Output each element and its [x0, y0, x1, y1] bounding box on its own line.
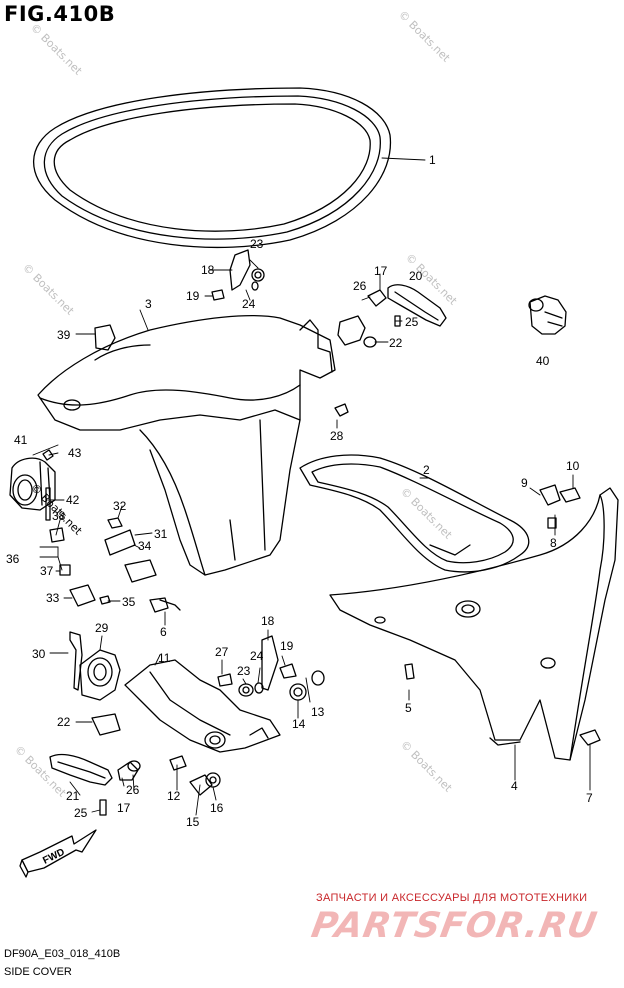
- lower-grommet: [79, 649, 121, 701]
- cable-tie: [69, 631, 83, 691]
- callout-18-top: 18: [201, 263, 215, 277]
- grommet: [528, 295, 567, 335]
- callout-11: 11: [158, 651, 171, 665]
- callout-34: 34: [138, 539, 152, 553]
- leader-lines: [32, 157, 591, 816]
- callout-36: 36: [6, 552, 20, 566]
- callout-13: 13: [311, 705, 325, 719]
- callout-19-top: 19: [186, 289, 200, 303]
- lower-bracket: [124, 659, 281, 753]
- site-slogan: ЗАПЧАСТИ И АКСЕССУАРЫ ДЛЯ МОТОТЕХНИКИ: [316, 892, 588, 904]
- fwd-arrow: [19, 829, 97, 878]
- callout-35: 35: [122, 595, 136, 609]
- watermark: © Boats.net: [28, 21, 85, 78]
- callout-32: 32: [113, 499, 127, 513]
- callout-15: 15: [186, 815, 200, 829]
- callout-1: 1: [429, 153, 436, 167]
- upper-handle: [387, 284, 447, 327]
- callout-24-bottom: 24: [250, 649, 264, 663]
- callout-14: 14: [292, 717, 306, 731]
- callout-24-top: 24: [242, 297, 256, 311]
- callout-7: 7: [586, 791, 593, 805]
- callout-23-top: 23: [250, 237, 264, 251]
- callout-18-bottom: 18: [261, 614, 275, 628]
- callout-31: 31: [154, 527, 168, 541]
- callout-37: 37: [40, 564, 54, 578]
- callout-10: 10: [566, 459, 580, 473]
- handle: [49, 753, 113, 786]
- callout-26-bottom: 26: [126, 783, 140, 797]
- callout-39: 39: [57, 328, 71, 342]
- callout-numbers: 1 2 3 4 5 6 7 8 9 10 11 12 13 14 15 16 1…: [6, 153, 593, 829]
- callout-19-bottom: 19: [280, 639, 294, 653]
- figure-code: DF90A_E03_018_410B: [4, 948, 121, 960]
- callout-25-top: 25: [405, 315, 419, 329]
- callout-26-top: 26: [353, 279, 367, 293]
- callout-25-bottom: 25: [74, 806, 88, 820]
- callout-17-top: 17: [374, 264, 388, 278]
- callout-27: 27: [215, 645, 229, 659]
- lower-side-cover: [329, 487, 619, 761]
- small-parts: [42, 249, 601, 816]
- callout-38: 38: [52, 509, 66, 523]
- callout-30: 30: [32, 647, 46, 661]
- callout-22-top: 22: [389, 336, 403, 350]
- watermark: © Boats.net: [396, 8, 453, 65]
- callout-43: 43: [68, 446, 82, 460]
- hose-sleeve: [9, 457, 56, 511]
- callout-40: 40: [536, 354, 550, 368]
- section-title: SIDE COVER: [4, 966, 72, 978]
- callout-33: 33: [46, 591, 60, 605]
- callout-6: 6: [160, 625, 167, 639]
- callout-5: 5: [405, 701, 412, 715]
- seal-ring: [33, 87, 392, 249]
- callout-4: 4: [511, 779, 518, 793]
- callout-23-bottom: 23: [237, 664, 251, 678]
- callout-29: 29: [95, 621, 109, 635]
- watermark: © Boats.net: [20, 261, 77, 318]
- rear-lid-frame: [299, 454, 530, 573]
- callout-28: 28: [330, 429, 344, 443]
- callout-17-bottom: 17: [117, 801, 131, 815]
- callout-42: 42: [66, 493, 80, 507]
- callout-3: 3: [145, 297, 152, 311]
- callout-9: 9: [521, 476, 528, 490]
- callout-41: 41: [14, 433, 28, 447]
- callout-21: 21: [66, 789, 80, 803]
- callout-12: 12: [167, 789, 181, 803]
- site-brand-logo: PARTSFOR.RU: [308, 906, 601, 946]
- figure-title: FIG.410B: [4, 2, 116, 26]
- watermark: © Boats.net: [398, 485, 455, 542]
- callout-22-bottom: 22: [57, 715, 71, 729]
- upper-side-cover: [37, 315, 336, 576]
- callout-2: 2: [423, 463, 430, 477]
- callout-16: 16: [210, 801, 224, 815]
- callout-8: 8: [550, 536, 557, 550]
- watermark: © Boats.net: [398, 738, 455, 795]
- callout-20: 20: [409, 269, 423, 283]
